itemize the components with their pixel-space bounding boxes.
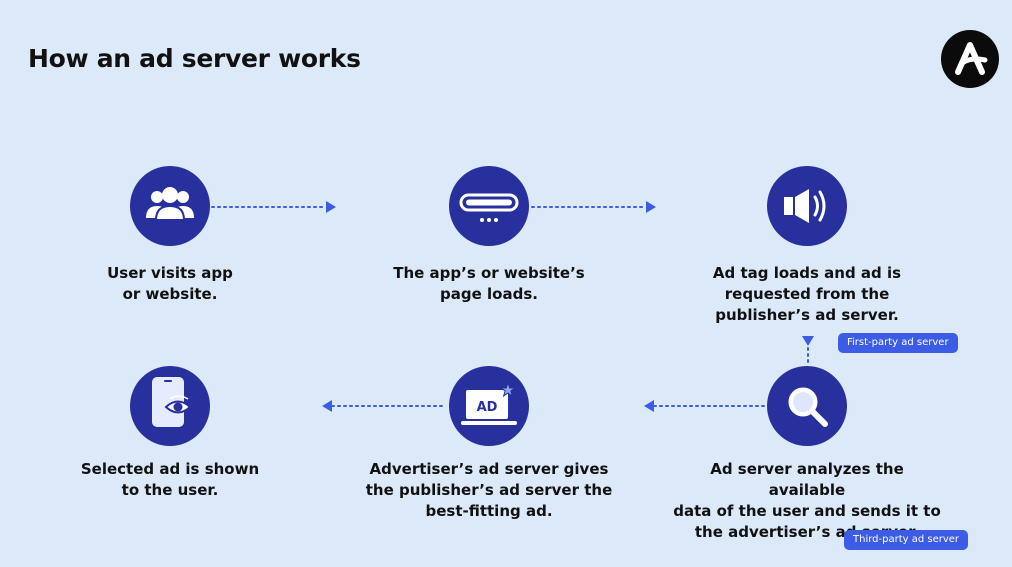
step-users-circle [130,166,210,246]
connector-arrow [211,201,336,213]
page-load-icon [459,193,519,222]
connector-arrow [802,336,814,367]
users-icon [146,187,194,221]
step-ad-laptop-circle: AD [449,366,529,446]
step-speaker-circle [767,166,847,246]
magnifier-icon [788,387,828,427]
step-page-load-circle [449,166,529,246]
step-phone-eye-circle [130,366,210,446]
ad-laptop-icon: AD [461,381,517,425]
step-magnifier-circle [767,366,847,446]
ad-text: AD [477,400,498,415]
third-party-badge: Third-party ad server [844,530,969,550]
phone-eye-icon [152,377,192,427]
first-party-badge: First-party ad server [838,333,958,353]
speaker-icon [784,189,826,223]
connector-arrow [531,201,656,213]
connector-arrow [644,400,767,412]
page-title: How an ad server works [28,44,361,73]
connector-arrow [322,400,445,412]
brand-logo-icon [941,30,999,88]
